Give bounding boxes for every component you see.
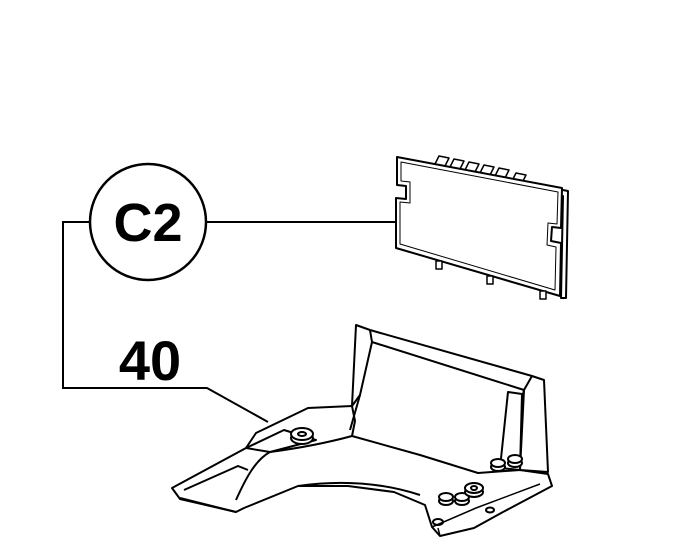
part-number-label: 40: [119, 329, 181, 392]
bracket-right-bosses: [432, 454, 523, 526]
board-pins: [435, 260, 547, 300]
bracket-wall-fold: [349, 329, 533, 461]
leader-lines: [62, 221, 397, 423]
circuit-board: [395, 155, 569, 300]
callout-c2: C2: [88, 162, 208, 282]
leader-line-bracket: [62, 221, 269, 423]
bracket-front-lip: [431, 483, 541, 537]
bracket-right-rib: [499, 391, 523, 471]
mounting-bracket: [171, 324, 553, 537]
board-inner-outline: [399, 161, 559, 291]
callout-circle-label: C2: [113, 193, 182, 253]
bracket-inner-sweep: [235, 435, 421, 501]
bracket-left-ridge: [179, 465, 249, 513]
board-face: [395, 156, 563, 297]
callout-circle: [88, 162, 208, 282]
bracket-left-boss: [290, 427, 314, 445]
